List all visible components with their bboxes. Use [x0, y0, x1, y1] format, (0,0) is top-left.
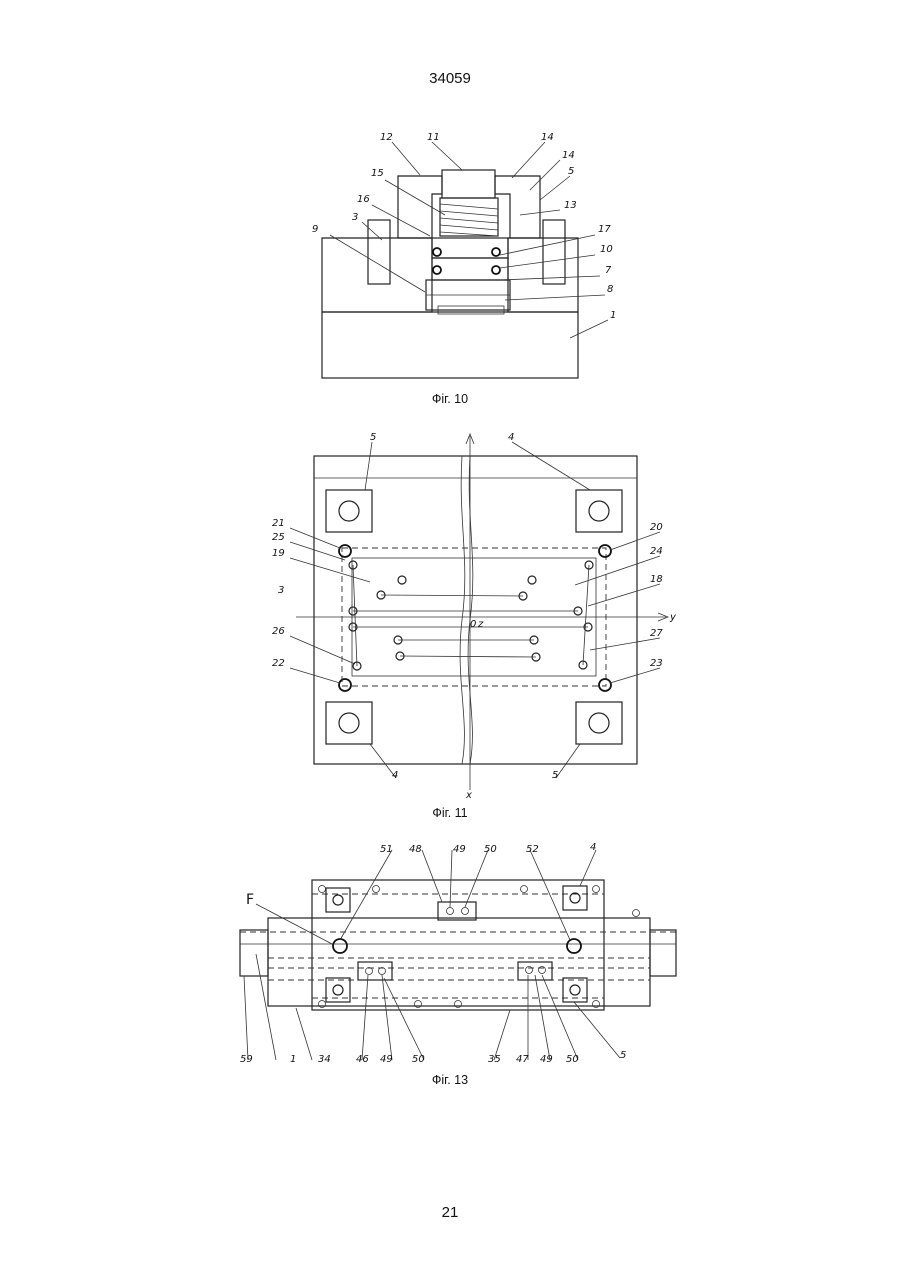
svg-text:59: 59: [240, 1054, 253, 1065]
svg-text:8: 8: [607, 284, 613, 295]
svg-text:10: 10: [600, 244, 613, 255]
svg-text:24: 24: [650, 546, 663, 557]
figure-13-drawing: 51 48 49 50 52 4 F 59 1 34 46 49 50 35 4…: [240, 842, 676, 1065]
svg-text:20: 20: [650, 522, 663, 533]
svg-text:34: 34: [318, 1054, 331, 1065]
svg-text:9: 9: [312, 224, 318, 235]
svg-text:47: 47: [516, 1054, 529, 1065]
svg-text:16: 16: [357, 194, 370, 205]
svg-text:15: 15: [371, 168, 384, 179]
svg-text:7: 7: [605, 265, 612, 276]
svg-text:49: 49: [540, 1054, 553, 1065]
svg-text:49: 49: [453, 844, 466, 855]
svg-text:z: z: [477, 619, 484, 630]
svg-text:35: 35: [488, 1054, 501, 1065]
svg-text:11: 11: [427, 132, 440, 143]
svg-text:5: 5: [552, 770, 558, 781]
svg-text:21: 21: [272, 518, 285, 529]
svg-text:1: 1: [290, 1054, 296, 1065]
svg-text:5: 5: [620, 1050, 626, 1061]
svg-text:4: 4: [508, 432, 514, 443]
svg-text:1: 1: [610, 310, 616, 321]
svg-text:18: 18: [650, 574, 663, 585]
svg-text:25: 25: [272, 532, 285, 543]
svg-text:3: 3: [278, 585, 284, 596]
svg-text:50: 50: [484, 844, 497, 855]
svg-text:3: 3: [352, 212, 358, 223]
svg-text:4: 4: [590, 842, 596, 853]
svg-text:0: 0: [470, 619, 476, 630]
svg-text:5: 5: [568, 166, 574, 177]
svg-text:26: 26: [272, 626, 285, 637]
figure-10-drawing: 12 11 14 14 5 13 15 16 3 9 17 10 7 8 1: [312, 132, 616, 378]
page-footer-number: 21: [0, 1204, 900, 1221]
svg-text:13: 13: [564, 200, 577, 211]
svg-text:50: 50: [566, 1054, 579, 1065]
svg-text:x: x: [465, 790, 472, 801]
svg-text:y: y: [669, 612, 677, 623]
svg-text:49: 49: [380, 1054, 393, 1065]
svg-text:12: 12: [380, 132, 393, 143]
figure-10-caption: Фіг. 10: [0, 392, 900, 406]
figure-11-drawing: 5 4 21 20 25 24 19 18 3 y 0 z 26 27 22 2…: [272, 432, 677, 801]
svg-text:F: F: [246, 892, 254, 908]
svg-text:4: 4: [392, 770, 398, 781]
svg-text:14: 14: [541, 132, 554, 143]
svg-text:19: 19: [272, 548, 285, 559]
svg-text:22: 22: [272, 658, 285, 669]
svg-text:50: 50: [412, 1054, 425, 1065]
svg-text:23: 23: [650, 658, 663, 669]
figure-13-caption: Фіг. 13: [0, 1073, 900, 1087]
svg-text:27: 27: [650, 628, 663, 639]
svg-text:5: 5: [370, 432, 376, 443]
svg-text:52: 52: [526, 844, 539, 855]
figure-11-caption: Фіг. 11: [0, 806, 900, 820]
svg-text:46: 46: [356, 1054, 369, 1065]
svg-text:51: 51: [380, 844, 393, 855]
svg-text:14: 14: [562, 150, 575, 161]
svg-text:17: 17: [598, 224, 611, 235]
svg-text:48: 48: [409, 844, 422, 855]
